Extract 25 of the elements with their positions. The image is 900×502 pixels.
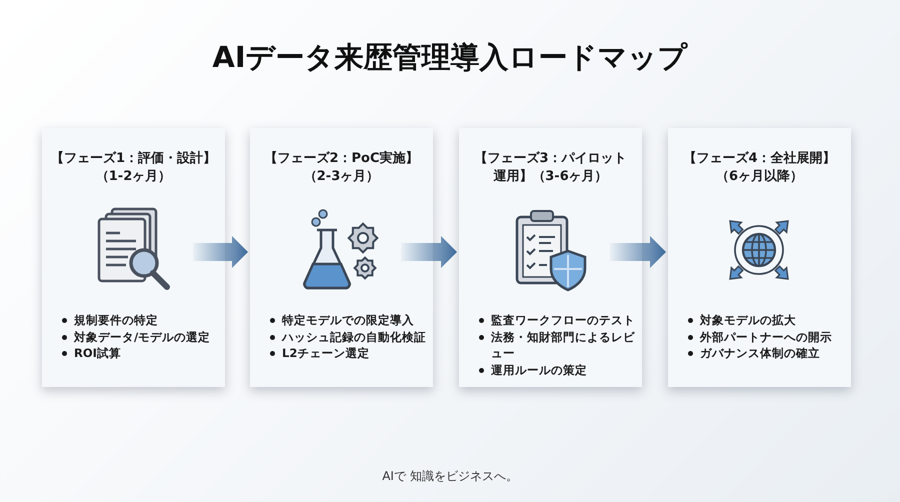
bullet-item: ハッシュ記録の自動化検証 [282, 328, 427, 346]
phase-card [668, 128, 851, 387]
phase-card [459, 128, 642, 387]
tagline: AIで 知識をビジネスへ。 [382, 468, 518, 485]
bullet-item: 外部パートナーへの開示 [700, 328, 833, 346]
bullet-item: 対象モデルの拡大 [700, 312, 797, 329]
arrow [610, 236, 666, 268]
bullet-item: ガバナンス体制の確立 [700, 345, 821, 362]
bullet-item: 特定モデルでの限定導入 [282, 312, 415, 329]
phase-heading: 【フェーズ4：全社展開】（6ヶ月以降） [682, 150, 837, 186]
bullet-item: ROI試算 [74, 345, 122, 362]
bullet-item: L2チェーン選定 [282, 345, 370, 362]
phase-heading: 【フェーズ1：評価・設計】（1-2ヶ月） [50, 150, 218, 186]
arrow [401, 236, 457, 268]
arrow [193, 236, 248, 268]
phase-heading: 【フェーズ2：PoC実施】（2-3ヶ月） [263, 150, 420, 186]
phase-card [42, 128, 225, 387]
bullet-item: 規制要件の特定 [74, 312, 159, 329]
bullet-item: 対象データ/モデルの選定 [74, 328, 212, 346]
phase-card [250, 128, 433, 387]
bullet-item: 運用ルールの策定 [491, 362, 588, 379]
title: AIデータ来歴管理導入ロードマップ [212, 39, 688, 76]
bullet-item: 監査ワークフローのテスト [491, 312, 636, 329]
bullet-item: 法務・知財部門によるレビュー [491, 328, 636, 362]
phase-heading: 【フェーズ3：パイロット運用】（3-6ヶ月） [473, 150, 628, 186]
